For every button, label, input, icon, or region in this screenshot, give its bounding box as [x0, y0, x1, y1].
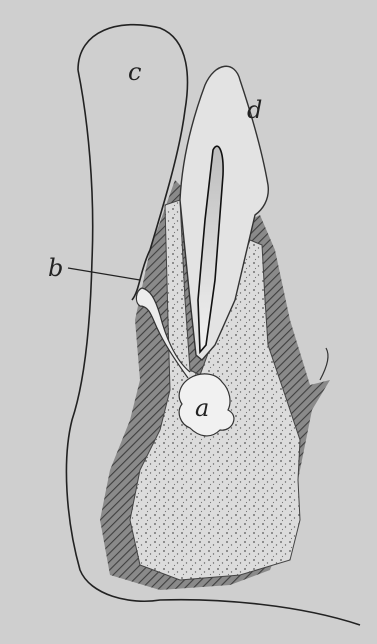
label-d: d	[247, 96, 262, 124]
label-b: b	[48, 254, 63, 282]
label-c: c	[128, 58, 141, 86]
label-a: a	[195, 394, 209, 422]
